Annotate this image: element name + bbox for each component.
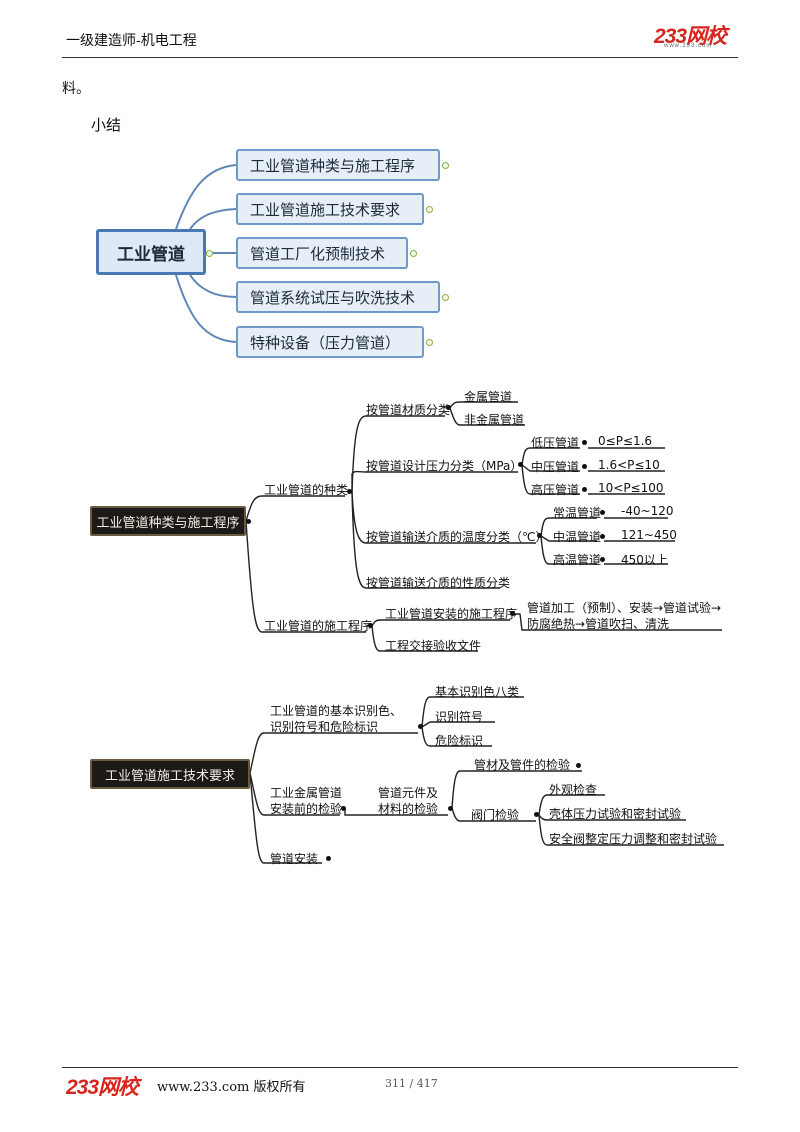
label-valve-check: 阀门检验 — [471, 808, 520, 822]
expand-icon[interactable] — [442, 294, 449, 301]
node-dot — [582, 440, 587, 445]
mindmap-root-requirements: 工业管道施工技术要求 — [90, 759, 250, 789]
label-ident-line1: 工业管道的基本识别色、 — [270, 704, 403, 718]
value-normal-temp: -40~120 — [621, 504, 674, 518]
label-normal-temp: 常温管道 — [553, 506, 602, 520]
label-color-8: 基本识别色八类 — [435, 685, 520, 699]
node-dot — [246, 519, 251, 524]
mindmap-node-special-equipment: 特种设备（压力管道） — [236, 326, 424, 358]
label-danger: 危险标识 — [435, 734, 484, 748]
section-title-summary: 小结 — [91, 116, 122, 134]
label-material-check: 管材及管件的检验 — [474, 758, 571, 772]
node-dot — [446, 405, 451, 410]
paragraph-end: 料。 — [62, 81, 90, 97]
label-high-pressure: 高压管道 — [531, 483, 580, 497]
mindmap-node-requirements: 工业管道施工技术要求 — [236, 193, 424, 225]
node-dot — [534, 812, 539, 817]
node-dot — [418, 724, 423, 729]
mindmap-center-node: 工业管道 — [96, 229, 206, 275]
label-parts-line2: 材料的检验 — [378, 802, 439, 816]
value-mid-temp: 121~450 — [621, 528, 677, 542]
node-dot — [326, 856, 331, 861]
node-dot — [576, 763, 581, 768]
value-mid-pressure: 1.6<P≤10 — [598, 458, 660, 472]
label-safety-valve: 安全阀整定压力调整和密封试验 — [549, 832, 718, 846]
label-install-procedure: 工业管道安装的施工程序 — [385, 607, 518, 621]
label-nonmetal: 非金属管道 — [464, 413, 525, 427]
label-metal: 金属管道 — [464, 390, 513, 404]
node-dot — [341, 806, 346, 811]
node-dot — [582, 464, 587, 469]
expand-icon[interactable] — [442, 162, 449, 169]
label-ident-line2: 识别符号和危险标识 — [270, 720, 379, 734]
node-dot — [368, 623, 373, 628]
page-number: 311 / 417 — [385, 1077, 438, 1090]
expand-icon[interactable] — [426, 206, 433, 213]
label-install: 管道安装 — [270, 852, 319, 866]
value-high-pressure: 10<P≤100 — [598, 481, 664, 495]
label-types: 工业管道的种类 — [264, 483, 349, 497]
label-by-pressure: 按管道设计压力分类（MPa） — [366, 459, 523, 473]
header-title: 一级建造师-机电工程 — [66, 33, 197, 49]
footer-copyright: www.233.com 版权所有 — [157, 1080, 306, 1095]
label-shell-test: 壳体压力试验和密封试验 — [549, 807, 682, 821]
label-pre-check-line2: 安装前的检验 — [270, 802, 343, 816]
node-dot — [600, 510, 605, 515]
node-dot — [537, 533, 542, 538]
header-divider — [62, 57, 738, 58]
brand-logo: 233网校 — [654, 25, 727, 48]
node-dot — [347, 489, 352, 494]
expand-icon[interactable] — [206, 250, 213, 257]
mindmap-node-testing: 管道系统试压与吹洗技术 — [236, 281, 440, 313]
label-by-temperature: 按管道输送介质的温度分类（℃） — [366, 530, 548, 544]
value-low-pressure: 0≤P≤1.6 — [598, 434, 653, 448]
label-mid-pressure: 中压管道 — [531, 460, 580, 474]
expand-icon[interactable] — [410, 250, 417, 257]
label-high-temp: 高温管道 — [553, 553, 602, 567]
node-dot — [582, 487, 587, 492]
footer-logo: 233网校 — [66, 1076, 139, 1099]
node-dot — [600, 534, 605, 539]
install-steps-line1: 管道加工（预制）、安装→管道试验→ — [527, 601, 722, 615]
node-dot — [510, 611, 515, 616]
label-handover: 工程交接验收文件 — [385, 639, 482, 653]
label-pre-check-line1: 工业金属管道 — [270, 786, 343, 800]
node-dot — [518, 462, 523, 467]
label-by-material: 按管道材质分类 — [366, 403, 451, 417]
value-high-temp: 450以上 — [621, 553, 668, 567]
mindmap-node-prefab: 管道工厂化预制技术 — [236, 237, 408, 269]
label-parts-line1: 管道元件及 — [378, 786, 439, 800]
label-procedure: 工业管道的施工程序 — [264, 619, 373, 633]
install-steps-line2: 防腐绝热→管道吹扫、清洗 — [527, 617, 670, 631]
footer-divider — [62, 1067, 738, 1068]
brand-logo-url: www.233.com — [664, 43, 713, 49]
label-mid-temp: 中温管道 — [553, 530, 602, 544]
mindmap-root-types: 工业管道种类与施工程序 — [90, 506, 246, 536]
mindmap-node-types: 工业管道种类与施工程序 — [236, 149, 440, 181]
node-dot — [600, 557, 605, 562]
label-appearance: 外观检查 — [549, 783, 598, 797]
label-symbol: 识别符号 — [435, 710, 484, 724]
label-by-nature: 按管道输送介质的性质分类 — [366, 576, 511, 590]
label-low-pressure: 低压管道 — [531, 436, 580, 450]
node-dot — [448, 806, 453, 811]
expand-icon[interactable] — [426, 339, 433, 346]
